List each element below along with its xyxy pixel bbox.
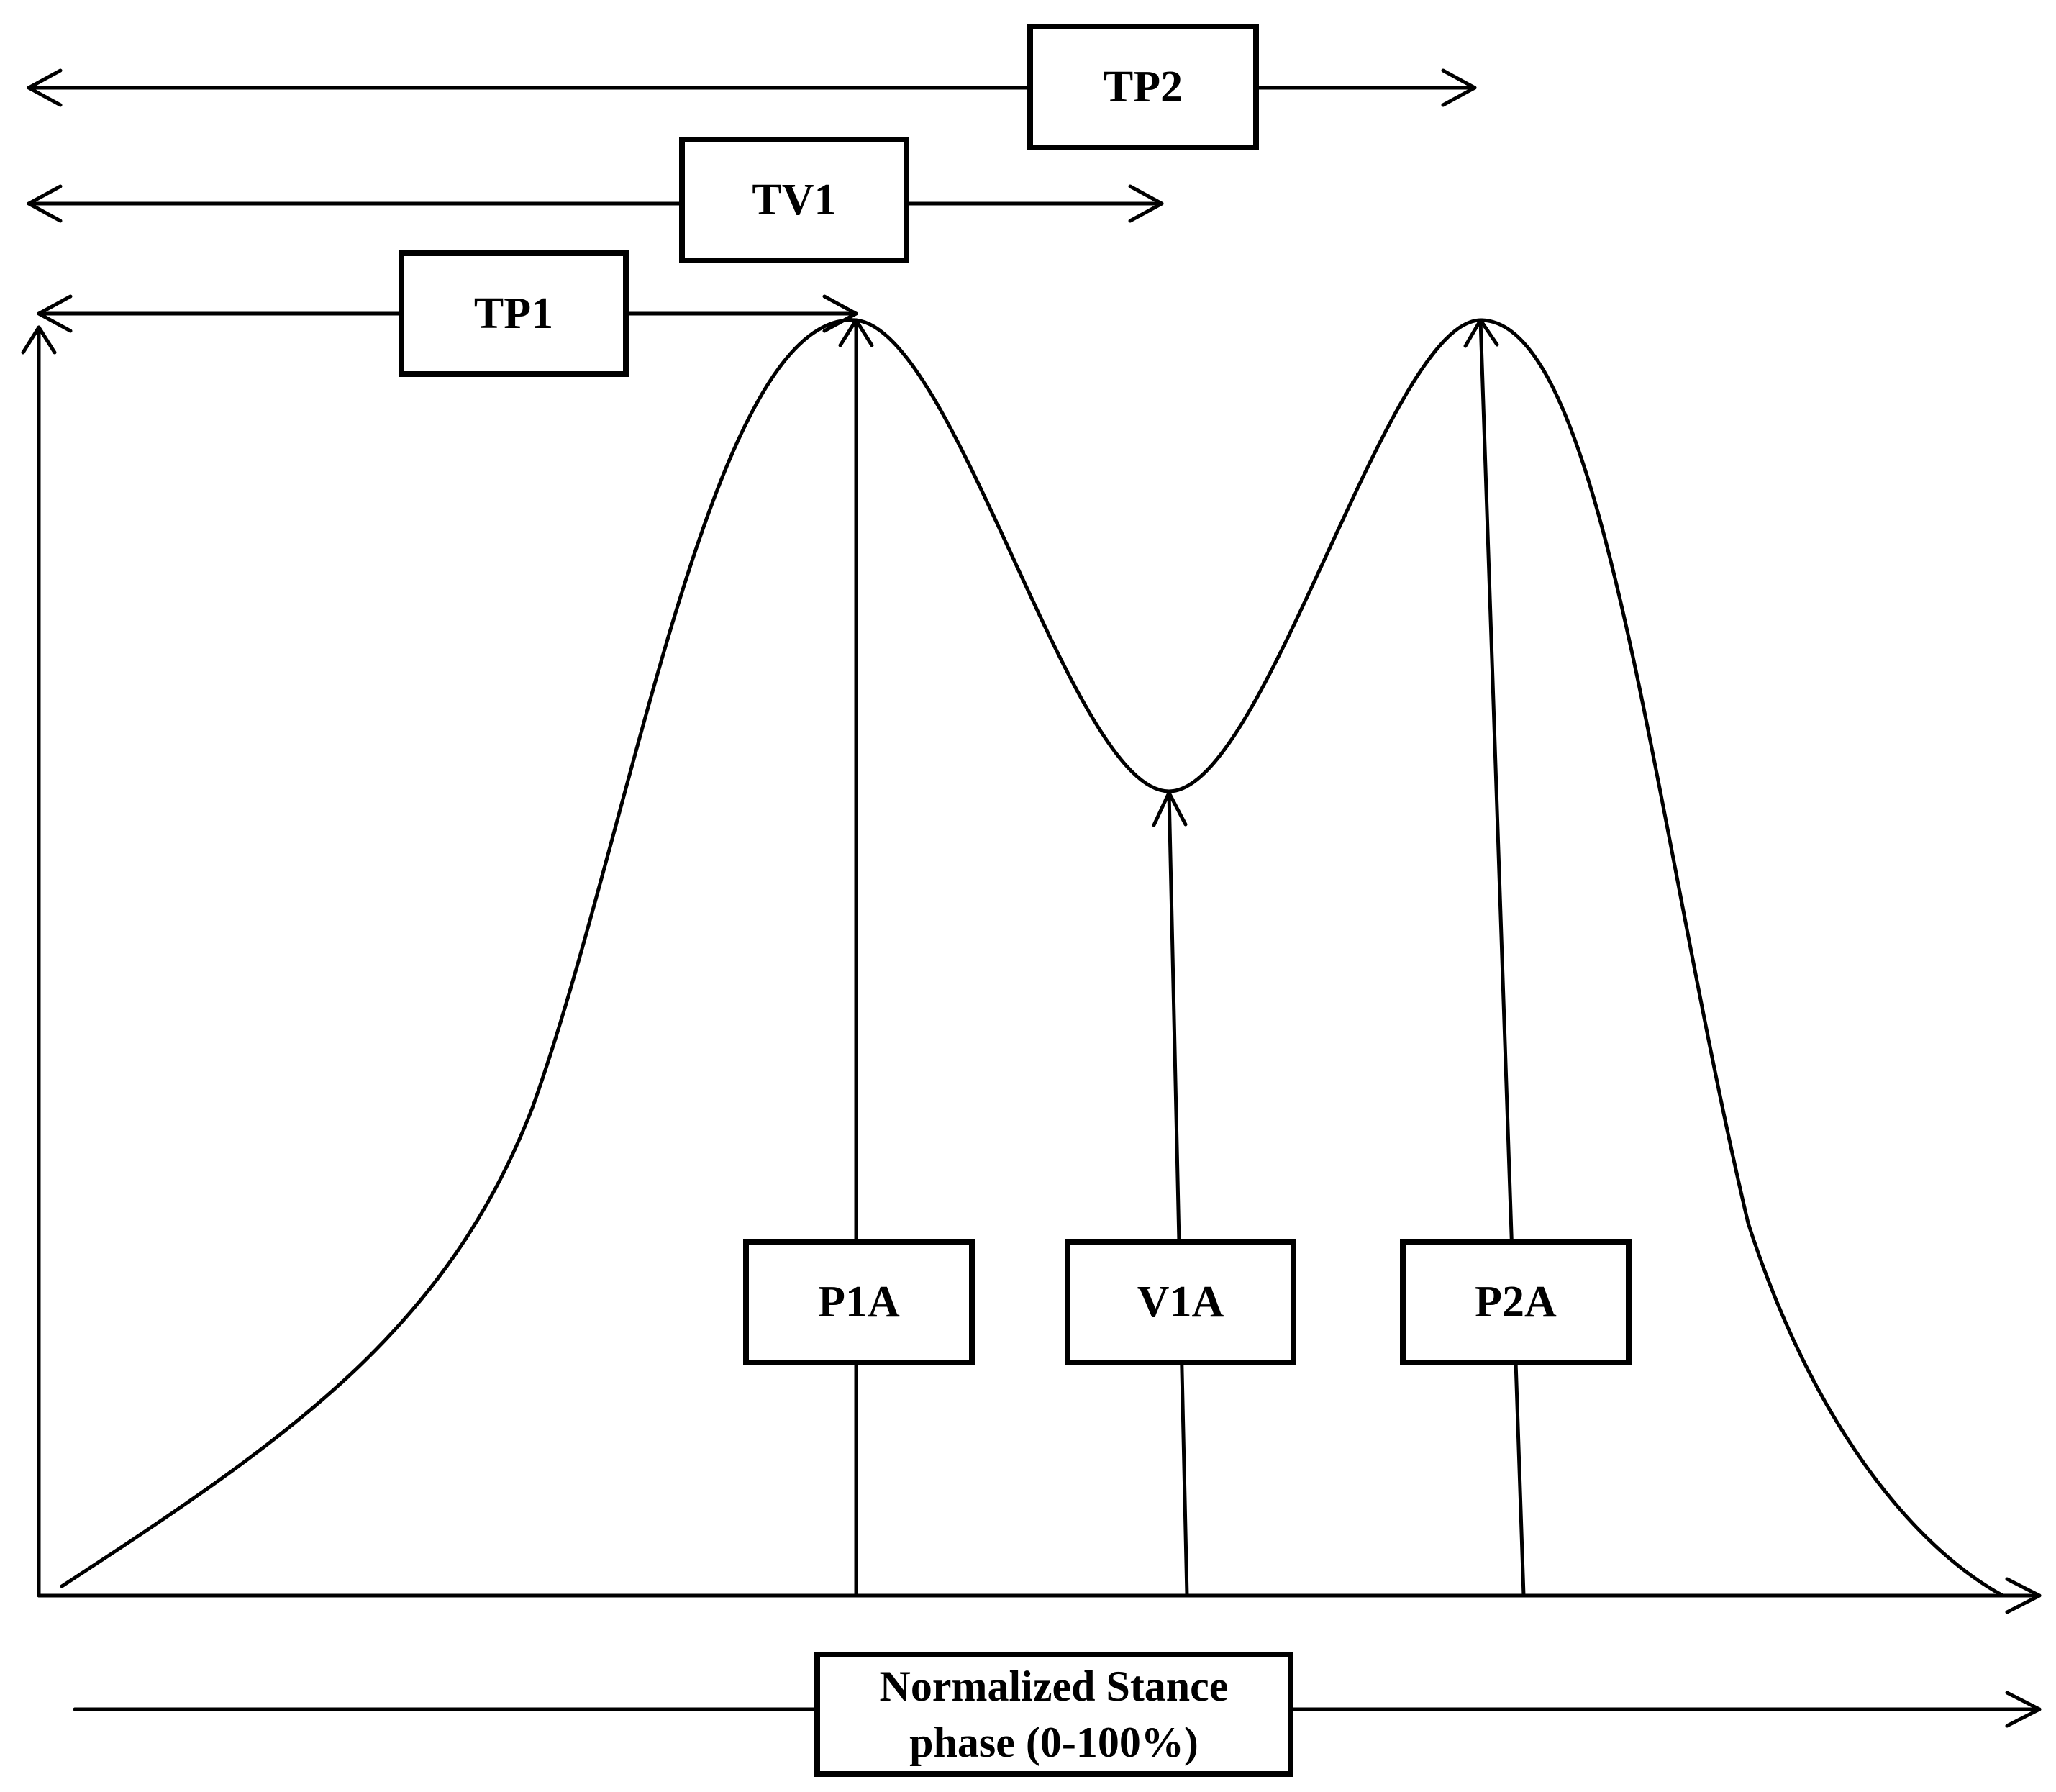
tp2-right-arrowhead [1441,68,1477,107]
tv1-right-arrowhead [1128,184,1164,223]
p2a-pointer-arrowhead [1463,318,1499,348]
tv1-label: TV1 [679,137,909,263]
x-axis-label: Normalized Stance phase (0-100%) [814,1652,1293,1777]
p1a-pointer-arrowhead [838,318,874,347]
x-axis-label-line1: Normalized Stance [879,1663,1229,1710]
tp2-left-arrowhead [27,68,63,107]
p2a-label: P2A [1400,1239,1632,1365]
tv1-left-arrowhead [27,184,63,223]
y-axis-arrowhead [21,325,57,355]
tp2-label: TP2 [1027,24,1259,150]
force-curve [60,318,2005,1598]
tp1-label: TP1 [399,250,629,377]
p2a-pointer-line [1478,318,1526,1598]
v1a-pointer-line [1167,791,1189,1598]
v1a-label: V1A [1065,1239,1296,1365]
p1a-label: P1A [743,1239,975,1365]
tp1-left-arrowhead [37,294,73,333]
stance-phase-arrowhead [2005,1691,2042,1728]
tp1-right-arrowhead [822,294,858,333]
x-axis-label-line2: phase (0-100%) [909,1719,1198,1766]
x-axis-arrowhead [2005,1577,2042,1614]
v1a-pointer-arrowhead [1152,791,1188,827]
